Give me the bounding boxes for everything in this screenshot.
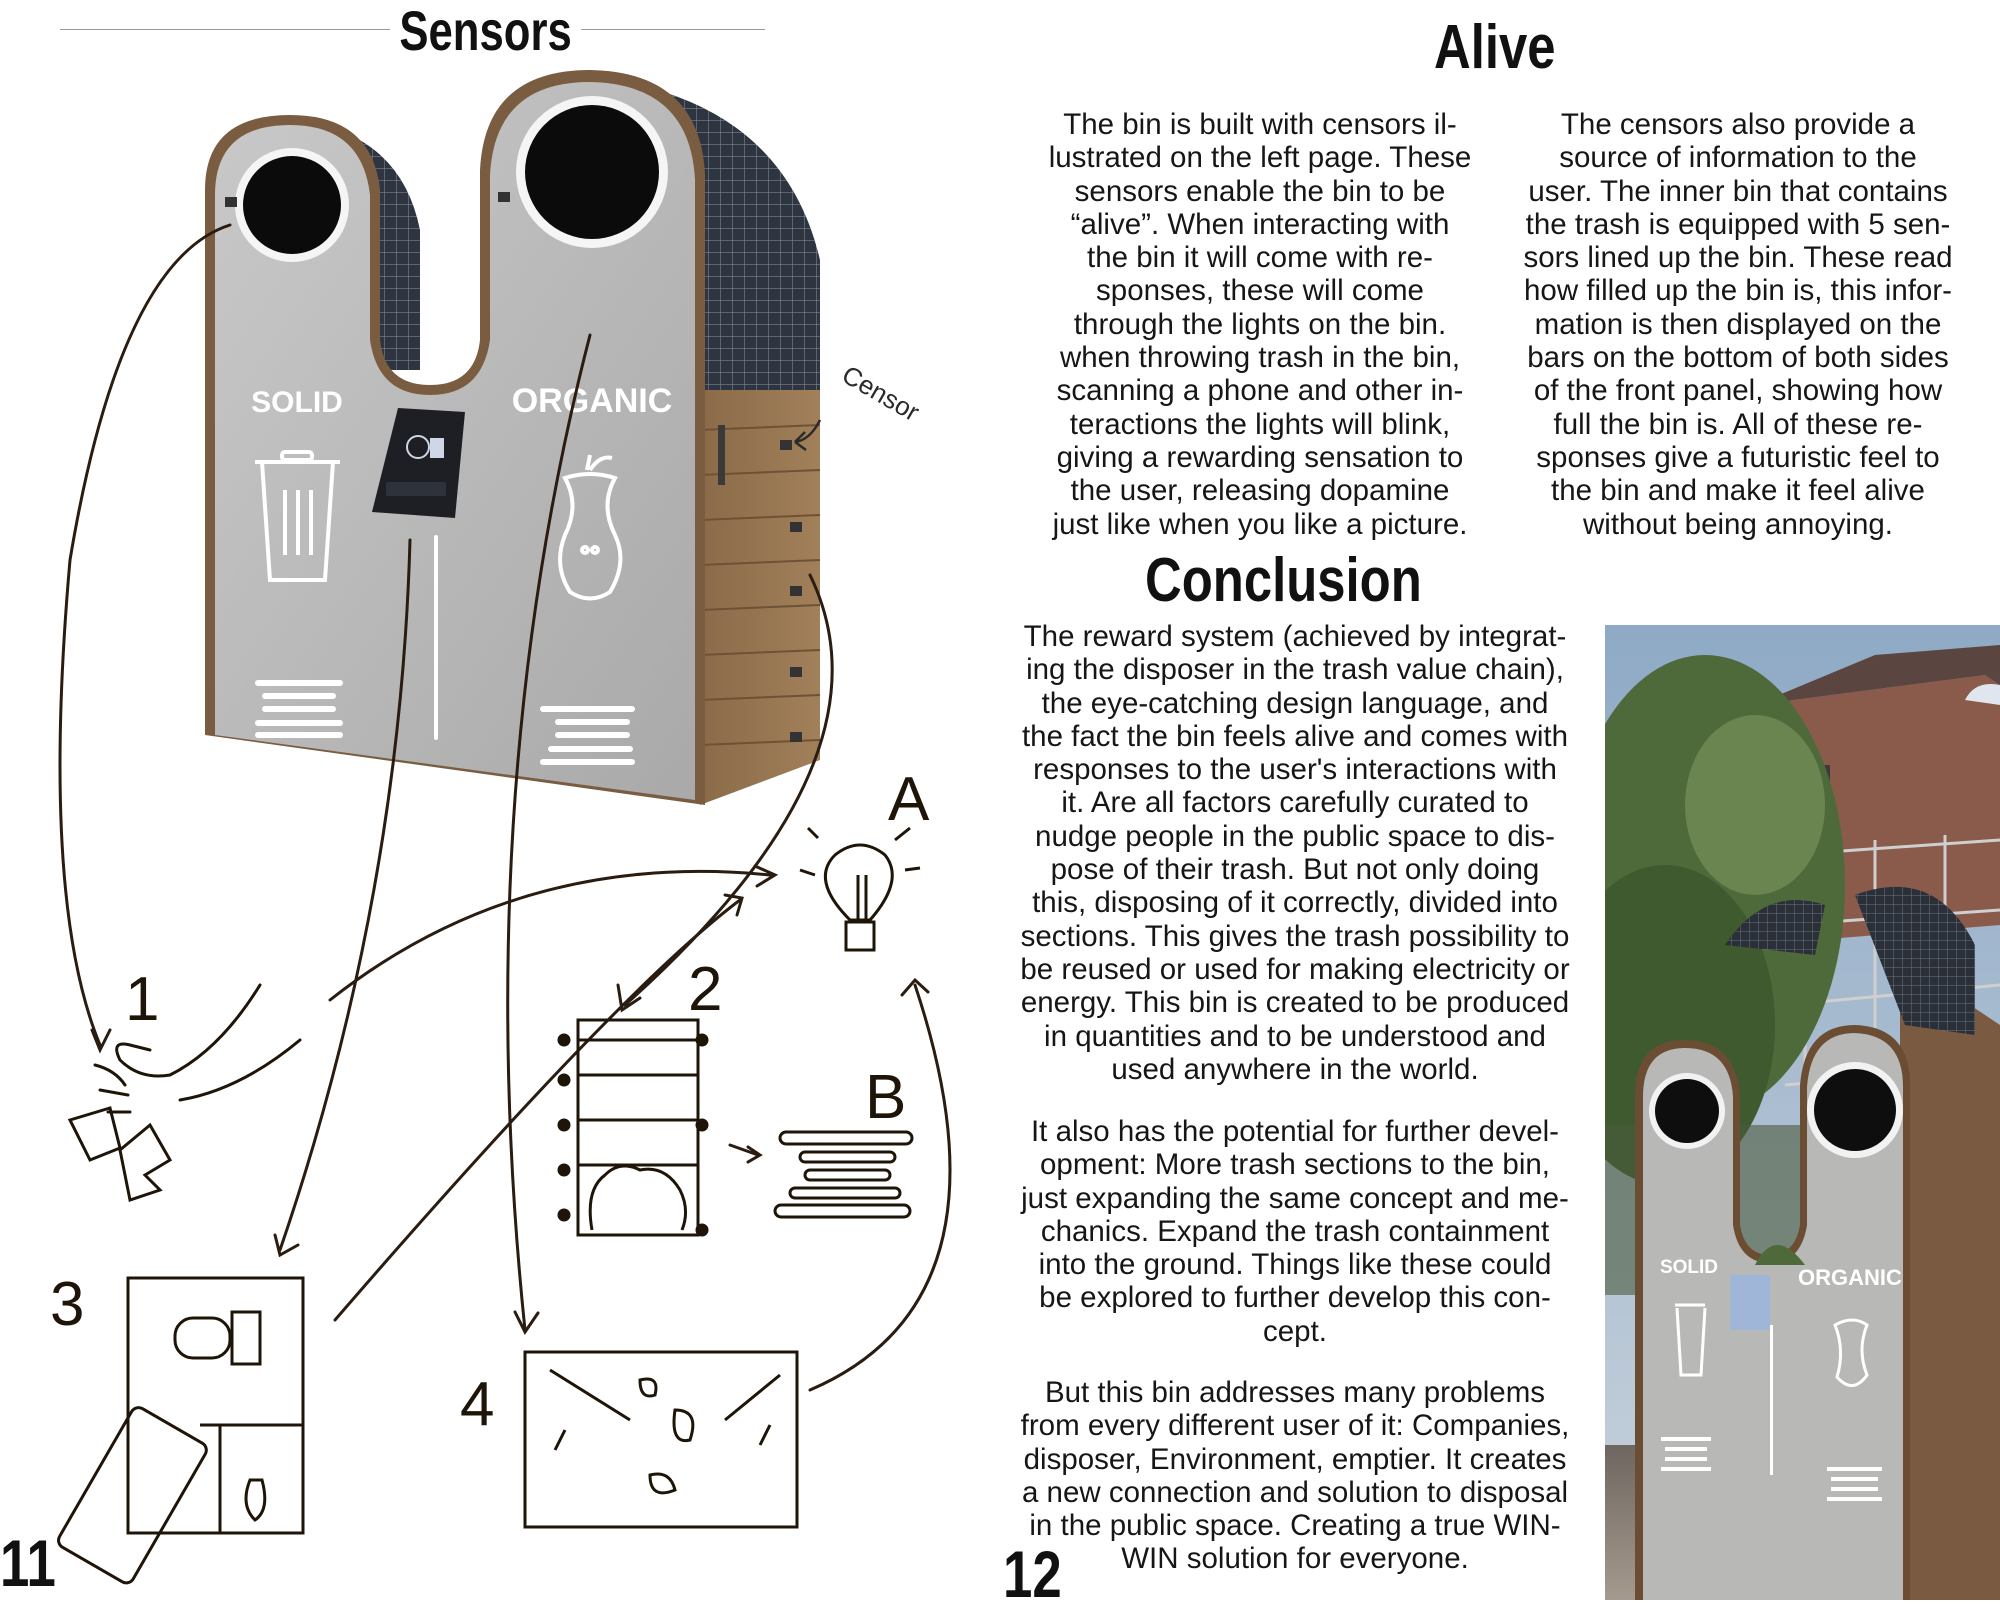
bin-label-organic: ORGANIC (512, 382, 673, 420)
sketch-connectors (58, 223, 952, 1392)
conclusion-paragraph-3: But this bin addresses many problems fro… (1020, 1376, 1570, 1576)
wooden-side-panel (699, 390, 821, 805)
sketch-label-2: 2 (688, 955, 722, 1024)
photo-label-solid: SOLID (1660, 1257, 1718, 1278)
phone-scan-screen (372, 408, 465, 518)
light-bulb-icon (799, 826, 921, 952)
sketch-label-4: 4 (460, 1370, 494, 1439)
sketch-label-b: B (865, 1063, 906, 1132)
section-title-conclusion: Conclusion (1145, 546, 1422, 615)
sketch-label-1: 1 (125, 965, 159, 1034)
bin-label-solid: SOLID (251, 386, 343, 419)
page-number-left: 11 (0, 1526, 56, 1600)
alive-paragraph-1: The bin is built with censors il- lustra… (1048, 108, 1472, 541)
bin-street-photo: SOLID ORGANIC (1605, 625, 2000, 1600)
section-title-alive: Alive (1434, 13, 1556, 82)
trash-can-icon (255, 450, 340, 582)
sketch-label-3: 3 (50, 1270, 84, 1339)
fill-level-bars (255, 535, 635, 765)
sketch-phone-scan (57, 1276, 305, 1585)
apple-core-icon (558, 454, 623, 601)
sketch-fill-bars (773, 1130, 914, 1219)
sketch-bin-opening (523, 1350, 799, 1529)
page-title-sensors: Sensors (390, 0, 582, 63)
conclusion-paragraph-1: The reward system (achieved by integrat-… (1020, 620, 1570, 1086)
annotation-censor: Censor (837, 359, 925, 427)
page-number-right: 12 (1003, 1537, 1062, 1611)
alive-paragraph-2: The censors also provide a source of inf… (1523, 108, 1953, 541)
bin-render-and-sketches: SOLID ORGANIC Censor 1 (50, 70, 952, 1585)
photo-label-organic: ORGANIC (1798, 1265, 1902, 1290)
sketch-label-a: A (888, 765, 930, 834)
sketch-hand-trash (67, 983, 302, 1202)
photo-bin: SOLID ORGANIC (1635, 886, 2000, 1600)
bin-openings (225, 96, 668, 262)
sketch-inner-bin (557, 1018, 709, 1237)
annotation-arrow (794, 419, 822, 452)
solar-roof (290, 75, 820, 390)
conclusion-paragraph-2: It also has the potential for further de… (1021, 1115, 1569, 1348)
